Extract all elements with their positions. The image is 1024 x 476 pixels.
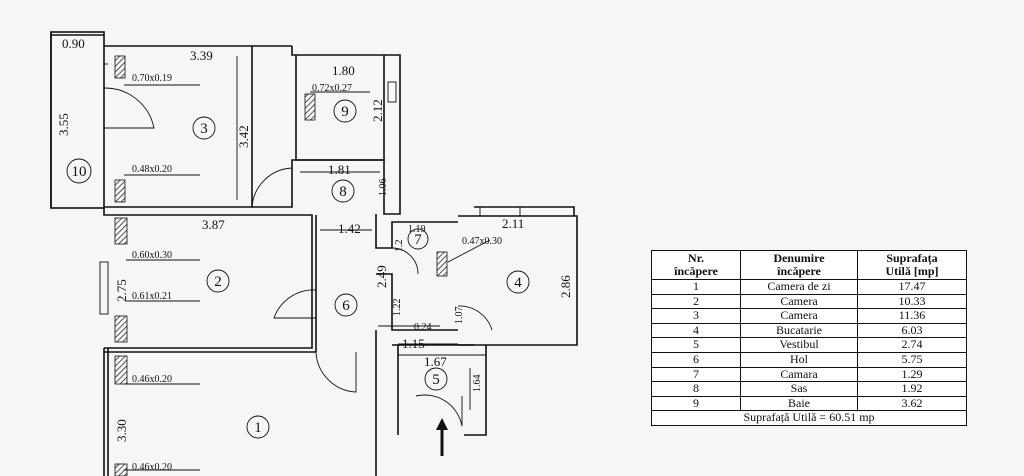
room-marker-3: 3 <box>192 116 216 140</box>
dim-1-67: 1.67 <box>424 354 447 369</box>
windows <box>99 63 521 315</box>
dim-1-07: 1.07 <box>454 307 465 325</box>
floor-plan: 0.90 3.39 3.55 3.42 1.80 2.12 1.81 1.06 … <box>50 31 578 476</box>
shafts <box>114 55 448 476</box>
dim-1-22: 1.22 <box>392 299 403 317</box>
opening-labels: 0.70x0.19 0.72x0.27 0.48x0.20 0.60x0.30 … <box>132 73 502 473</box>
room-marker-1: 1 <box>246 415 270 439</box>
dim-0-90: 0.90 <box>62 36 85 51</box>
svg-text:1: 1 <box>254 420 262 436</box>
dim-3-39: 3.39 <box>190 48 213 63</box>
opening-label: 0.48x0.20 <box>132 164 172 175</box>
svg-text:4: 4 <box>514 275 522 291</box>
opening-label: 0.46x0.20 <box>132 374 172 385</box>
dim-2-12: 2.12 <box>370 99 385 122</box>
opening-label: 0.47x0.30 <box>462 236 502 247</box>
dim-2-86: 2.86 <box>558 275 573 298</box>
room-markers: 1 2 3 4 5 6 7 8 9 10 <box>66 99 530 439</box>
dimension-lines <box>124 56 491 471</box>
dim-1-42: 1.42 <box>338 221 361 236</box>
dim-1-64: 1.64 <box>472 375 483 393</box>
dim-1-2: 1.2 <box>394 240 405 253</box>
dim-3-87: 3.87 <box>202 217 225 232</box>
room-marker-9: 9 <box>333 99 357 123</box>
dim-3-30: 3.30 <box>114 419 129 442</box>
room-marker-10: 10 <box>66 158 92 184</box>
dim-1-80: 1.80 <box>332 63 355 78</box>
dim-2-75: 2.75 <box>114 279 129 302</box>
room-marker-7: 7 <box>407 228 429 250</box>
svg-text:6: 6 <box>342 298 350 314</box>
doors <box>103 87 493 427</box>
room-marker-5: 5 <box>424 367 448 391</box>
dim-2-11: 2.11 <box>502 216 524 231</box>
entrance-arrow-icon <box>436 418 448 456</box>
svg-text:5: 5 <box>432 372 440 388</box>
dim-3-55: 3.55 <box>56 113 71 136</box>
dim-1-06: 1.06 <box>378 179 389 197</box>
svg-text:8: 8 <box>339 184 347 200</box>
room-marker-8: 8 <box>331 179 355 203</box>
opening-label: 0.46x0.20 <box>132 462 172 473</box>
dim-0-24: 0.24 <box>414 322 432 333</box>
opening-label: 0.60x0.30 <box>132 250 172 261</box>
room-marker-6: 6 <box>334 293 358 317</box>
dim-2-49: 2.49 <box>374 265 389 288</box>
svg-text:9: 9 <box>341 104 349 120</box>
svg-text:2: 2 <box>214 274 222 290</box>
dim-3-42: 3.42 <box>236 125 251 148</box>
dim-1-15: 1.15 <box>402 336 425 351</box>
svg-text:3: 3 <box>200 121 208 137</box>
opening-label: 0.70x0.19 <box>132 73 172 84</box>
room-marker-2: 2 <box>206 269 230 293</box>
opening-label: 0.72x0.27 <box>312 83 352 94</box>
col-header-nr: Nr.încăpere <box>651 250 741 280</box>
svg-text:7: 7 <box>414 232 422 248</box>
table-total-row: Suprafață Utilă = 60.51 mp <box>651 410 967 426</box>
room-marker-4: 4 <box>506 270 530 294</box>
svg-text:10: 10 <box>72 164 87 180</box>
dim-1-81: 1.81 <box>328 162 351 177</box>
opening-label: 0.61x0.21 <box>132 291 172 302</box>
total-area: Suprafață Utilă = 60.51 mp <box>651 410 967 426</box>
